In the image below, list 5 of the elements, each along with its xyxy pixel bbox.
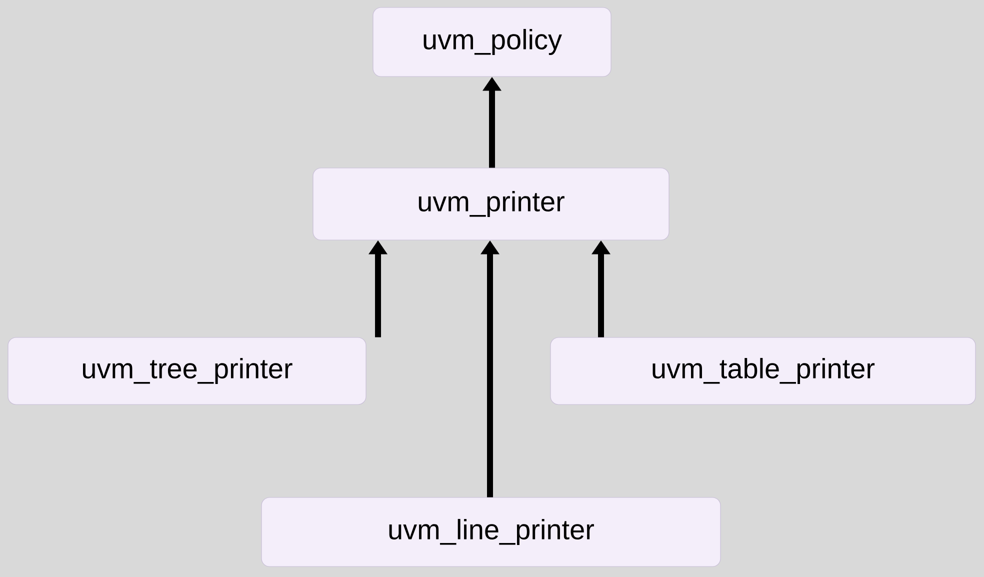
class-box: uvm_table_printer	[550, 337, 976, 405]
class-box: uvm_printer	[312, 168, 670, 240]
class-box: uvm_policy	[372, 7, 612, 77]
class-box: uvm_line_printer	[261, 497, 721, 567]
class-box: uvm_tree_printer	[8, 337, 366, 405]
